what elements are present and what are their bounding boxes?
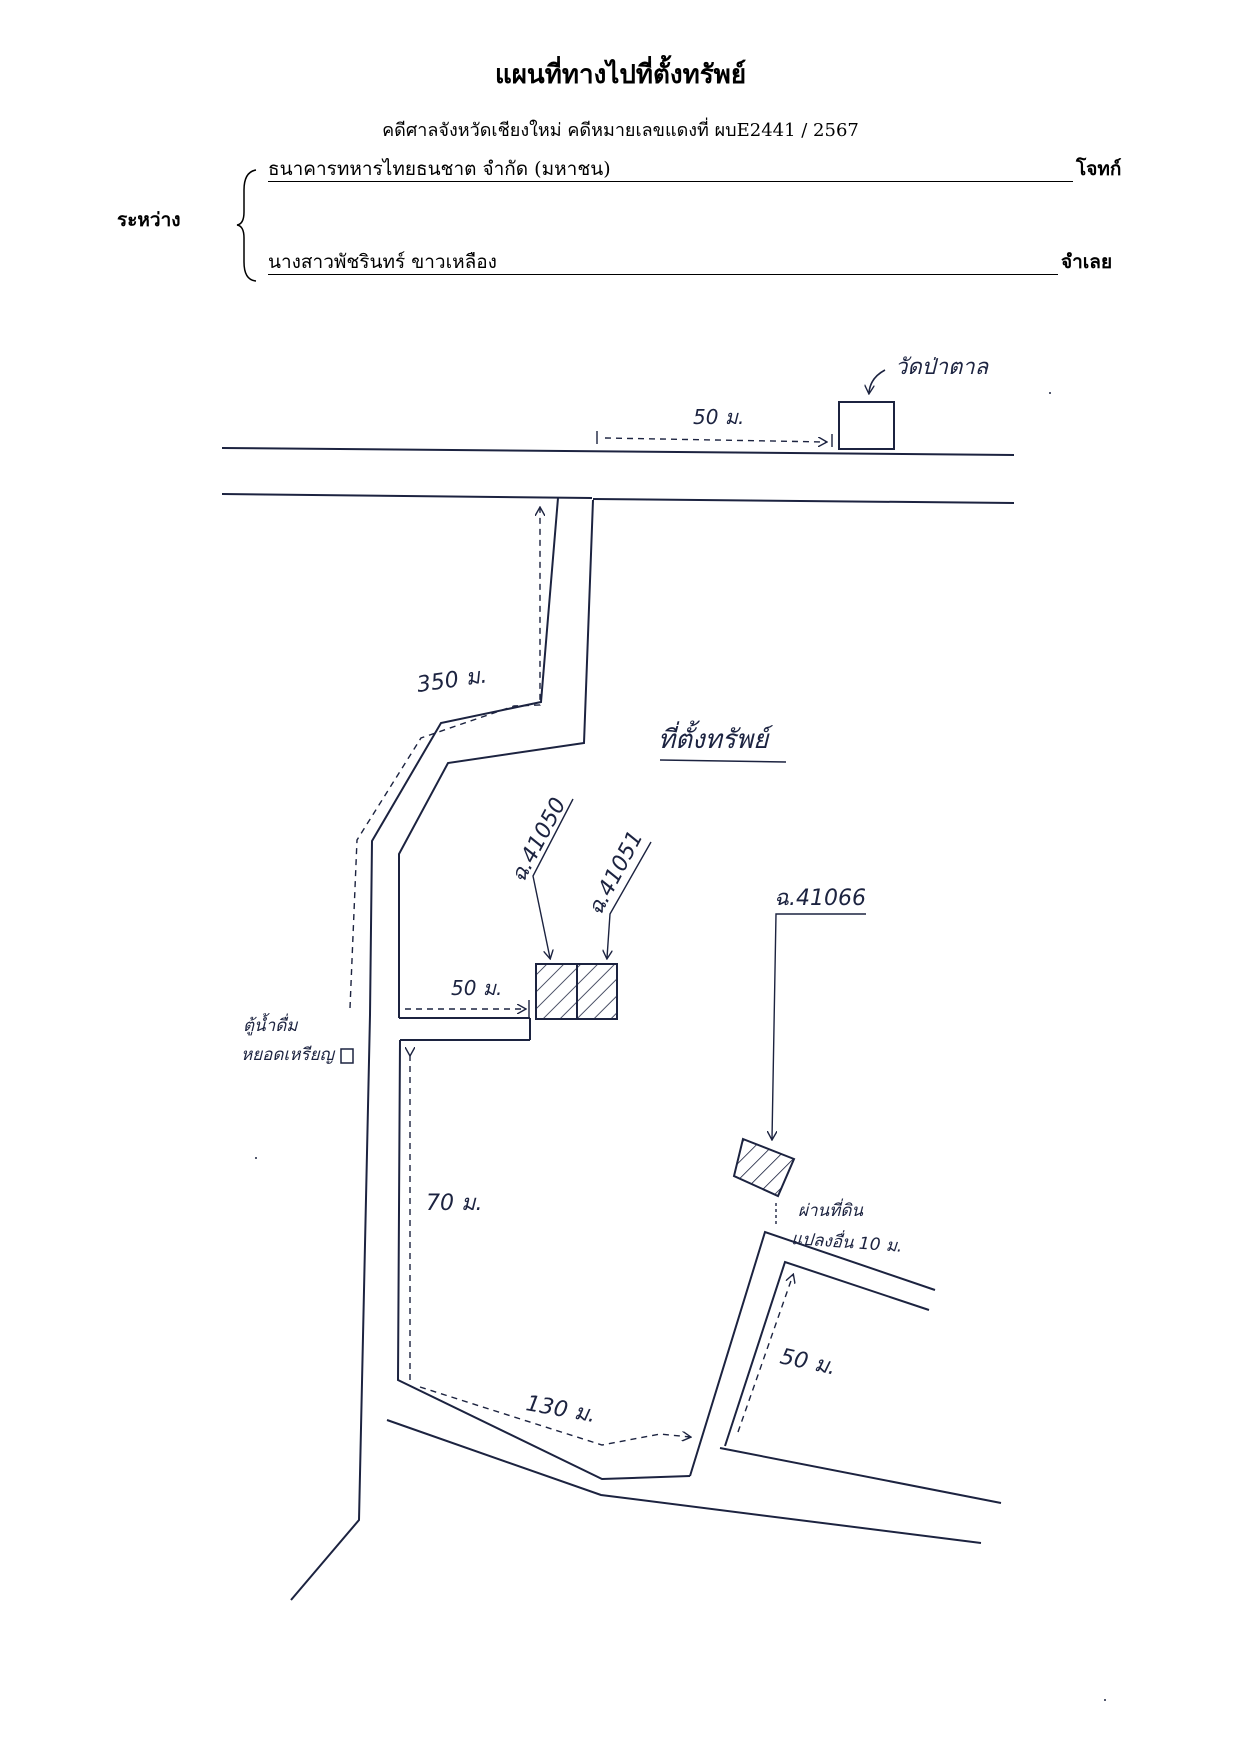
temple-label: วัดป่าตาล <box>895 355 990 380</box>
plot-41050-pointer <box>532 798 574 958</box>
path-note-line2: แปลงอื่น 10 ม. <box>791 1226 904 1257</box>
defendant-name: นางสาวพัชรินทร์ ขาวเหลือง <box>268 250 1058 275</box>
property-label: ที่ตั้งทรัพย์ <box>658 720 773 755</box>
plot-41050-label: ฉ.41050 <box>506 794 571 887</box>
temple-distance-label: 50 ม. <box>693 405 744 429</box>
plot-41050 <box>535 963 578 1020</box>
plot-41051 <box>576 963 618 1020</box>
path-note-line1: ผ่านที่ดิน <box>798 1198 863 1221</box>
case-number-line: คดีศาลจังหวัดเชียงใหม่ คดีหมายเลขแดงที่ … <box>382 120 859 141</box>
temple-distance-marker <box>596 431 833 447</box>
route-east-50m-label: 50 ม. <box>778 1344 838 1380</box>
route-east-50m <box>737 1275 793 1433</box>
temple-building <box>838 401 895 450</box>
route-70m-label: 70 ม. <box>426 1191 482 1216</box>
side-road-distance-label: 50 ม. <box>451 976 502 1000</box>
water-station-label-line1: ตู้น้ำดื่ม <box>243 1012 298 1036</box>
between-label: ระหว่าง <box>117 209 181 231</box>
plot-41066-label: ฉ.41066 <box>774 886 866 911</box>
route-350m-label: 350 ม. <box>415 663 488 698</box>
route-130m-label: 130 ม. <box>524 1391 598 1428</box>
plaintiff-name: ธนาคารทหารไทยธนชาต จำกัด (มหาชน) <box>268 157 1073 182</box>
defendant-role: จำเลย <box>1061 251 1113 273</box>
route-350m <box>349 508 540 1009</box>
route-130m <box>419 1386 690 1446</box>
plot-41051-label: ฉ.41051 <box>583 827 648 920</box>
side-road-distance-marker <box>405 1000 530 1017</box>
main-road <box>221 447 1015 504</box>
north-south-road <box>290 497 1002 1601</box>
water-station-label-line2: หยอดเหรียญ <box>241 1045 336 1065</box>
page-title: แผนที่ทางไปที่ตั้งทรัพย์ <box>494 60 747 90</box>
plot-41066-pointer <box>772 913 866 1139</box>
curly-brace-icon <box>236 169 257 282</box>
plot-41051-pointer <box>607 841 652 958</box>
water-station-box <box>340 1048 354 1064</box>
temple-pointer-arrow <box>869 369 886 393</box>
plot-41066 <box>732 1137 796 1198</box>
plaintiff-role: โจทก์ <box>1076 158 1122 180</box>
property-label-underline <box>659 759 787 763</box>
